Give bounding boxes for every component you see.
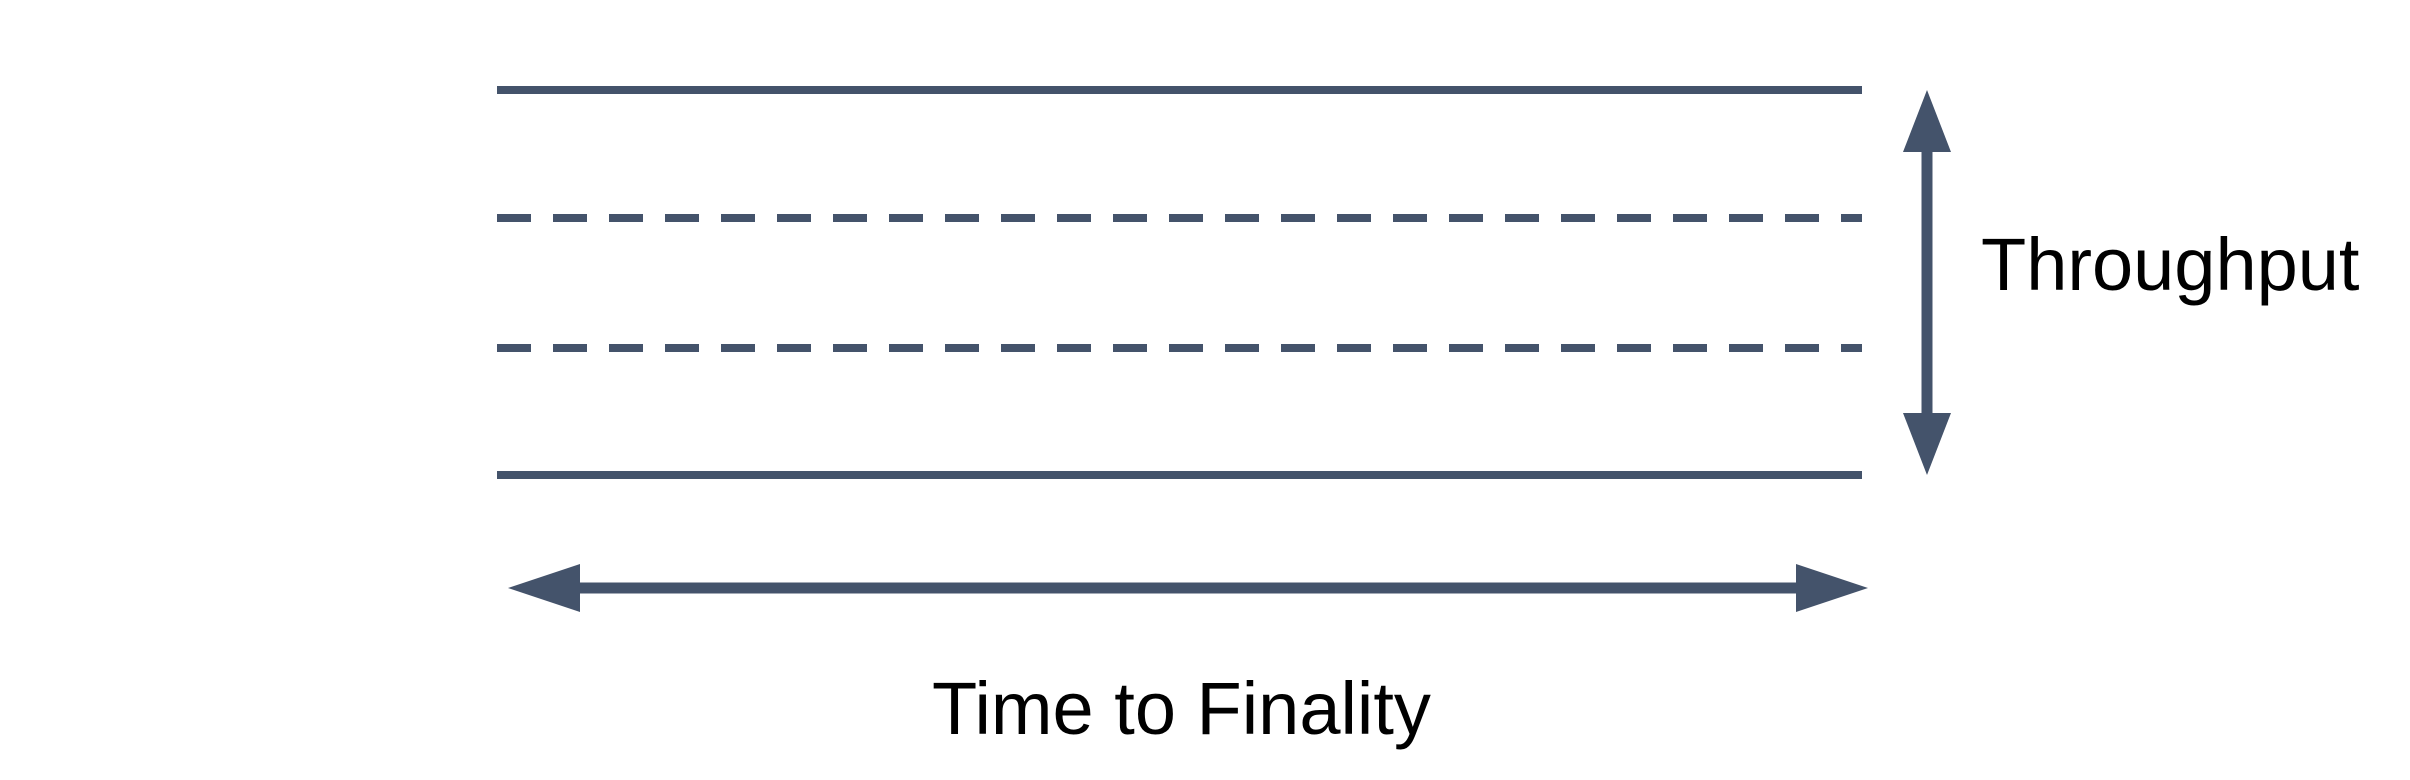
throughput-arrow-shaft <box>1921 139 1933 426</box>
time-to-finality-axis-label: Time to Finality <box>932 667 1431 750</box>
throughput-arrow-head-down <box>1903 413 1951 475</box>
time-to-finality-arrow <box>508 564 1868 612</box>
time-to-finality-arrow-head-left <box>508 564 580 612</box>
throughput-arrow <box>1903 90 1951 475</box>
throughput-axis-label: Throughput <box>1981 223 2360 306</box>
time-to-finality-arrow-head-right <box>1796 564 1868 612</box>
time-to-finality-arrow-shaft <box>569 582 1807 594</box>
throughput-arrow-head-up <box>1903 90 1951 152</box>
